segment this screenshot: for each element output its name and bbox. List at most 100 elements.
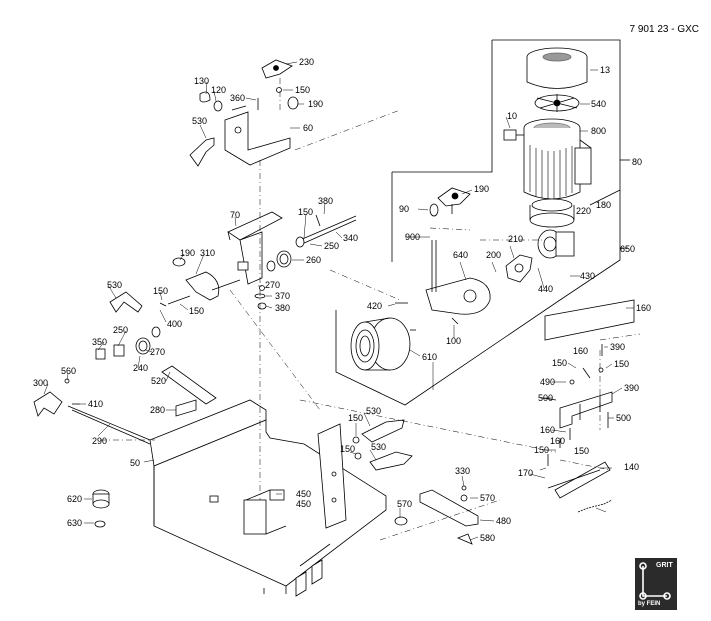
callout-450-a: 450 (296, 489, 311, 499)
callout-160-a: 390 (610, 342, 625, 352)
callout-570-b: 570 (480, 493, 495, 503)
callout-520: 520 (151, 376, 166, 386)
callout-150-d: 150 (189, 306, 204, 316)
callout-650: 430 (580, 271, 595, 281)
callout-250-a: 250 (324, 241, 339, 251)
callout-390-a: 160 (573, 346, 588, 356)
callout-180: 650 (620, 244, 635, 254)
callout-150-h: 490 (540, 377, 555, 387)
callout-150-c: 150 (153, 286, 168, 296)
callout-380-a: 380 (318, 196, 333, 206)
callout-90: 900 (405, 232, 420, 242)
tilt-bracket (227, 211, 283, 285)
callout-560: 560 (61, 366, 76, 376)
callout-150-e: 150 (348, 413, 363, 423)
callout-360: 360 (230, 93, 245, 103)
clamp-lever-base (352, 419, 413, 471)
callout-530-c: 530 (366, 406, 381, 416)
callout-230: 230 (299, 57, 314, 67)
callout-640: 200 (486, 250, 501, 260)
callout-240: 240 (133, 363, 148, 373)
callout-450-b: 450 (296, 499, 311, 509)
base-frame (149, 399, 387, 597)
adjustment-rail (394, 485, 479, 545)
tension-knob (437, 187, 471, 214)
callout-530-a: 530 (192, 116, 207, 126)
callout-210: 220 (576, 206, 591, 216)
callout-430: 440 (538, 284, 553, 294)
knob-parts-top (199, 91, 299, 112)
callout-170: 140 (624, 462, 639, 472)
callout-370: 370 (275, 291, 290, 301)
callout-150-a: 150 (295, 85, 310, 95)
construction-lines (100, 78, 641, 541)
handle-lever-lower (33, 378, 151, 445)
rubber-feet (92, 489, 110, 528)
callout-500-a: 500 (616, 413, 631, 423)
clamp-lever-upper (189, 137, 215, 167)
motor-body (523, 118, 592, 228)
clamp-lever-middle (109, 291, 191, 313)
callout-630: 630 (67, 518, 82, 528)
leader-lines (43, 61, 634, 541)
upper-mounting-bracket (224, 105, 291, 166)
fastener-screws (541, 344, 609, 466)
callout-16: 13 (600, 65, 610, 75)
callout-260: 260 (306, 255, 321, 265)
callout-540: 10 (507, 111, 517, 121)
callout-80: 190 (474, 184, 489, 194)
callout-410: 410 (88, 399, 103, 409)
callout-190-b: 190 (180, 248, 195, 258)
graphite-platen (544, 299, 635, 341)
callout-150-b: 150 (298, 207, 313, 217)
callout-610: 160 (636, 303, 651, 313)
callout-120: 120 (211, 85, 226, 95)
cable-gland (503, 129, 524, 141)
callout-500-b: 160 (540, 425, 555, 435)
tension-arm-plate (425, 203, 491, 315)
callout-290: 290 (92, 436, 107, 446)
callout-580: 580 (480, 533, 495, 543)
callout-100: 610 (422, 352, 437, 362)
callout-190-tension: 90 (399, 204, 409, 214)
callout-390-b: 500 (538, 393, 553, 403)
drive-star-wheel (505, 254, 533, 283)
tilt-lever (172, 257, 241, 301)
callout-70: 70 (230, 210, 240, 220)
callout-labels: 13 540 10 800 80 190 90 900 640 200 210 … (33, 57, 651, 543)
callout-250-b: 250 (113, 325, 128, 335)
callout-200: 210 (508, 234, 523, 244)
callout-530-b: 530 (107, 280, 122, 290)
callout-570-a: 570 (397, 499, 412, 509)
callout-420: 100 (446, 336, 461, 346)
callout-60: 60 (303, 123, 313, 133)
callout-10: 800 (591, 126, 606, 136)
callout-340: 340 (343, 233, 358, 243)
guide-rail (161, 365, 217, 417)
belt-guide-plate (547, 461, 613, 513)
callout-160-d: 150 (534, 445, 549, 455)
screw-420 (451, 317, 459, 325)
callout-620: 620 (67, 494, 82, 504)
callout-270-b: 270 (150, 347, 165, 357)
callout-50: 50 (130, 458, 140, 468)
callout-800: 80 (632, 157, 642, 167)
callout-150-j: 170 (518, 468, 533, 478)
contact-wheel (350, 317, 416, 371)
callout-190-a: 190 (308, 99, 323, 109)
callout-150-g: 150 (614, 359, 629, 369)
callout-490: 390 (624, 383, 639, 393)
callout-160-c: 160 (550, 436, 565, 446)
motor-assembly-frame (335, 39, 630, 406)
callout-150-f: 150 (340, 444, 355, 454)
callout-480: 480 (496, 516, 511, 526)
callout-530-d: 530 (371, 442, 386, 452)
callout-440: 420 (367, 301, 382, 311)
callout-300: 300 (33, 378, 48, 388)
callout-160-b: 150 (552, 358, 567, 368)
callout-130: 130 (194, 76, 209, 86)
grit-logo: GRIT by FEIN (635, 558, 677, 610)
spring-washer-set (254, 214, 321, 310)
callout-400: 400 (167, 319, 182, 329)
